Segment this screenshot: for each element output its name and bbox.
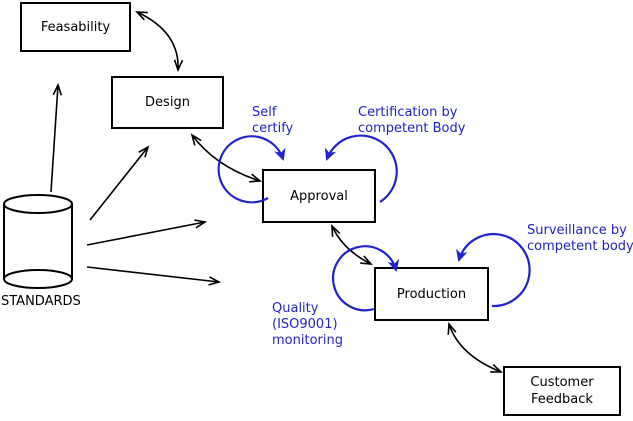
annotation-line: Self <box>252 105 277 120</box>
node-label: Production <box>396 286 467 302</box>
annotation-line: monitoring <box>272 333 343 348</box>
annotation-quality-iso9001-monitoring: Quality (ISO9001) monitoring <box>272 301 343 349</box>
annotation-line: competent body <box>527 239 633 254</box>
annotation-line: competent Body <box>358 121 466 136</box>
arrow-standards-to-approval <box>86 222 205 246</box>
standards-label: STANDARDS <box>1 294 81 309</box>
node-design: Design <box>111 76 224 129</box>
arrow-approval-production <box>332 226 371 264</box>
node-label: Design <box>145 95 190 110</box>
node-approval: Approval <box>262 169 376 223</box>
node-label: Approval <box>290 188 348 204</box>
annotation-surveillance-by-competent-body: Surveillance by competent body <box>527 223 633 255</box>
annotation-line: Quality <box>272 301 319 316</box>
node-label-line2: Feedback <box>531 392 593 407</box>
annotation-certification-by-competent-body: Certification by competent Body <box>358 105 465 137</box>
arrow-standards-to-production <box>86 266 219 282</box>
arrow-standards-to-feasability <box>50 85 58 193</box>
node-label-line1: Customer <box>530 375 594 390</box>
arrow-design-approval <box>192 135 260 181</box>
annotation-line: Certification by <box>358 105 458 120</box>
arrow-standards-to-design <box>89 147 148 221</box>
node-feasability: Feasability <box>20 2 131 52</box>
node-customer-feedback: Customer Feedback <box>503 366 621 416</box>
annotation-line: (ISO9001) <box>272 317 338 332</box>
arrow-feasability-design <box>137 12 178 70</box>
arrow-production-customer-feedback <box>449 324 501 372</box>
standards-cylinder <box>3 194 73 289</box>
node-production: Production <box>374 267 489 321</box>
node-label: Feasability <box>40 19 111 35</box>
annotation-line: certify <box>252 121 294 136</box>
annotation-self-certify: Self certify <box>252 105 293 137</box>
annotation-line: Surveillance by <box>527 223 627 238</box>
